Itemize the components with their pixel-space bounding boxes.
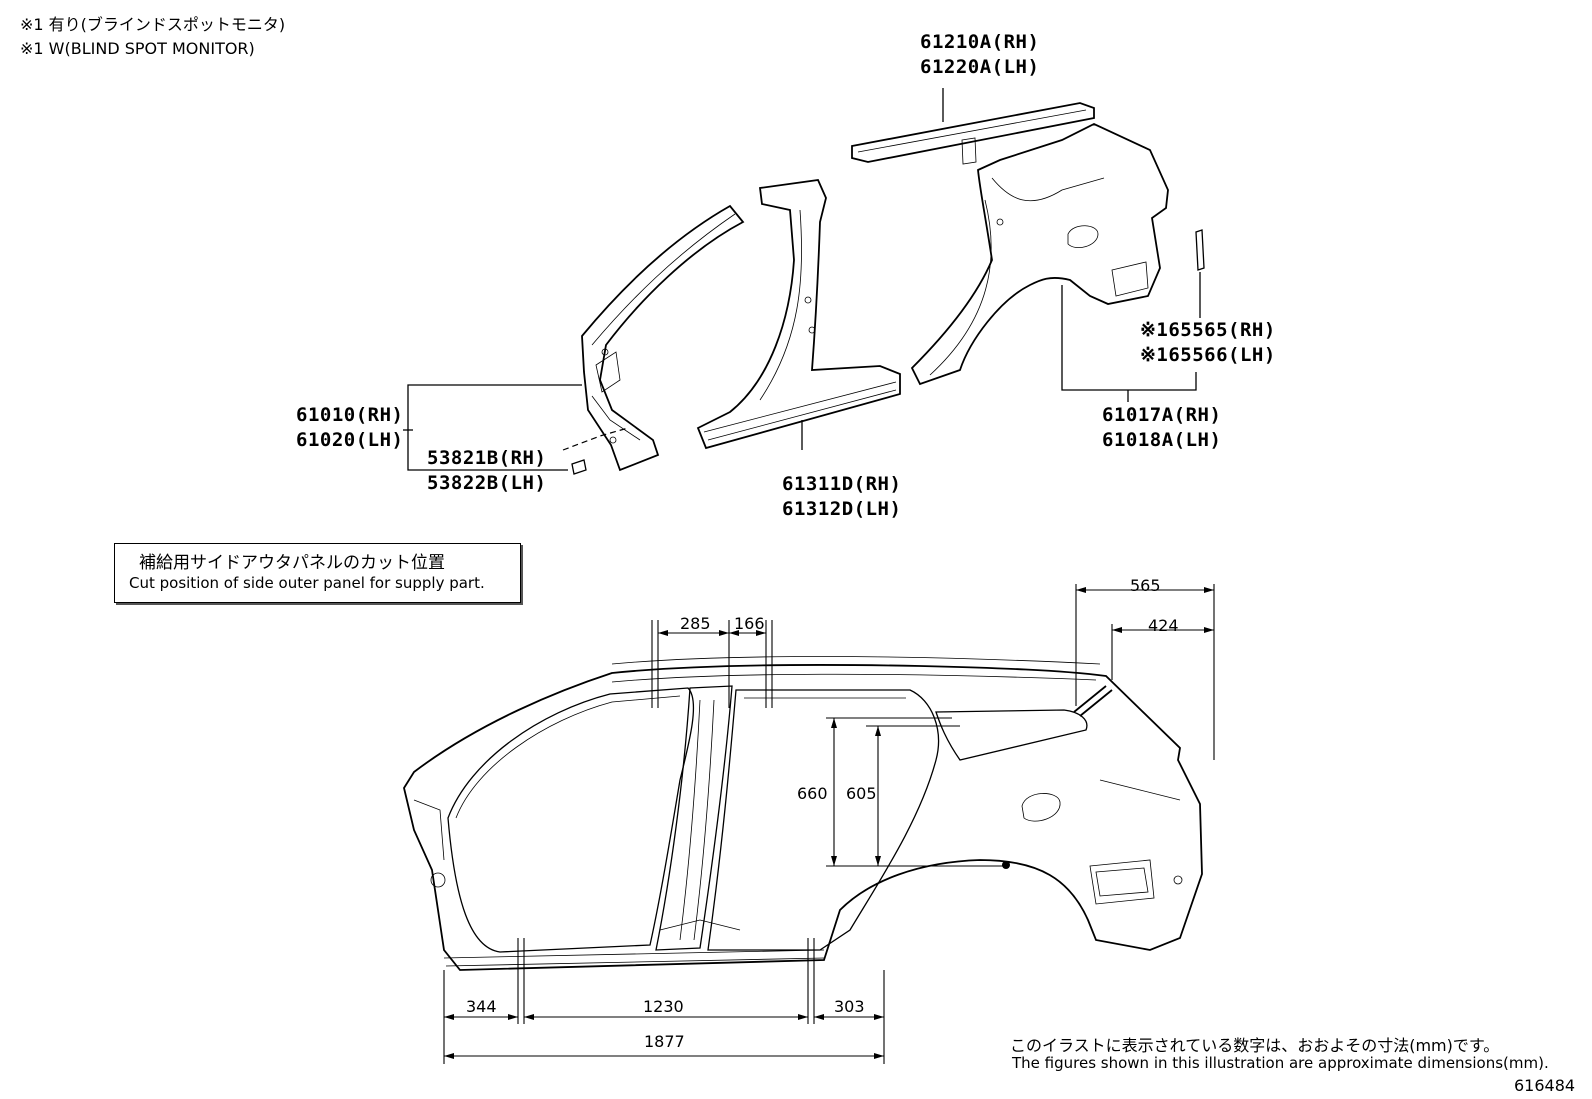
dimension-1877: 1877 [644, 1032, 685, 1051]
dimension-424: 424 [1148, 616, 1179, 635]
body-side-outer-drawing [403, 656, 1203, 971]
part-number-bsm-lh: ※165566(LH) [1140, 344, 1276, 366]
part-number-roof-rail-lh: 61220A(LH) [920, 56, 1040, 78]
cut-position-title-en: Cut position of side outer panel for sup… [129, 574, 485, 592]
note-bsm-jp: ※1 有り(ブラインドスポットモニタ) [20, 15, 286, 34]
dimension-605: 605 [846, 784, 877, 803]
dimension-lines [443, 584, 1215, 1064]
part-number-center-pillar-lh: 61312D(LH) [782, 498, 902, 520]
part-number-front-pillar-lh: 61020(LH) [296, 429, 404, 451]
front-pillar-drawing [581, 204, 745, 472]
part-number-roof-rail-rh: 61210A(RH) [920, 31, 1040, 53]
part-number-bsm-rh: ※165565(RH) [1140, 319, 1276, 341]
part-number-front-pillar-rh: 61010(RH) [296, 404, 404, 426]
roof-rail-drawing [851, 88, 1095, 165]
bracket-drawing [562, 427, 629, 475]
bsm-part-drawing [1195, 229, 1205, 318]
illustration-code: 616484 [1514, 1076, 1576, 1095]
part-number-quarter-panel-rh: 61017A(RH) [1102, 404, 1222, 426]
dimension-565: 565 [1130, 576, 1161, 595]
part-number-center-pillar-rh: 61311D(RH) [782, 473, 902, 495]
part-number-quarter-panel-lh: 61018A(LH) [1102, 429, 1222, 451]
part-number-bracket-lh: 53822B(LH) [427, 472, 547, 494]
footer-note-en: The figures shown in this illustration a… [1012, 1054, 1549, 1072]
leader-lines-upper [403, 285, 1197, 471]
dimension-303: 303 [834, 997, 865, 1016]
quarter-panel-drawing [910, 123, 1169, 386]
dimension-660: 660 [797, 784, 828, 803]
center-pillar-drawing [696, 179, 901, 450]
dimension-344: 344 [466, 997, 497, 1016]
part-number-bracket-rh: 53821B(RH) [427, 447, 547, 469]
cut-position-box: 補給用サイドアウタパネルのカット位置 Cut position of side … [114, 543, 521, 603]
footer-note-jp: このイラストに表示されている数字は、おおよその寸法(mm)です。 [1010, 1036, 1500, 1055]
dimension-166: 166 [734, 614, 765, 633]
cut-position-title-jp: 補給用サイドアウタパネルのカット位置 [139, 553, 445, 573]
dimension-285: 285 [680, 614, 711, 633]
note-bsm-en: ※1 W(BLIND SPOT MONITOR) [20, 39, 255, 58]
dimension-1230: 1230 [643, 997, 684, 1016]
